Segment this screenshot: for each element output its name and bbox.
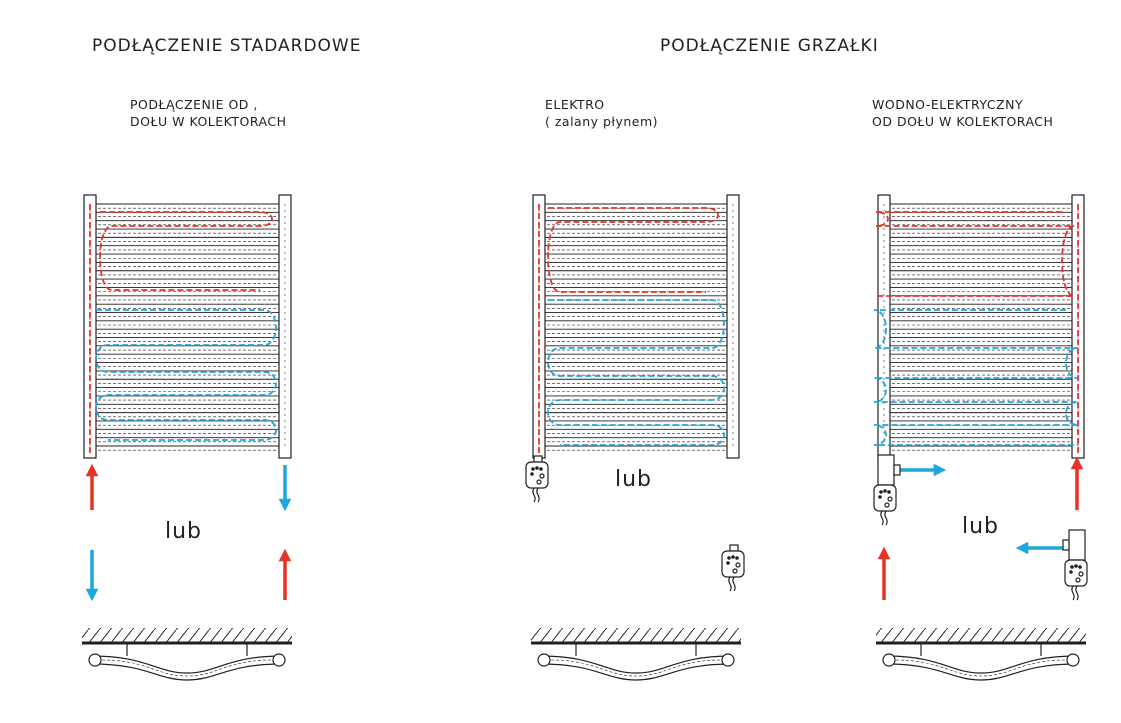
hot-flow-water-electric <box>875 211 1075 297</box>
radiator-bottom-profile <box>885 655 1077 681</box>
mount-circle <box>721 653 735 667</box>
electric-label-line1: ELEKTRO <box>545 97 605 112</box>
wall-mount-standard <box>82 628 292 681</box>
mount-circle <box>537 653 551 667</box>
radiator-electric <box>532 194 740 459</box>
profile-dash <box>895 659 1067 677</box>
cold-flow-water-electric <box>873 309 1079 446</box>
wall-hatch <box>876 628 1086 642</box>
or-label-right: lub <box>962 514 1000 539</box>
wall-hatch <box>82 628 292 642</box>
cold-flow-standard <box>95 309 277 441</box>
radiator-standard <box>83 194 292 459</box>
or-label-left: lub <box>165 519 203 544</box>
radiator-water-electric <box>877 194 1085 459</box>
wall-mount-water-electric <box>876 628 1086 681</box>
heater-connection-heading: PODŁĄCZENIE GRZAŁKI <box>660 36 879 56</box>
radiator-bottom-profile <box>91 655 283 681</box>
profile-dash <box>550 659 722 677</box>
wall-mount-electric <box>531 628 741 681</box>
heating-element-right-alt <box>1062 529 1088 601</box>
bottom-collectors-label-line2: DOŁU W KOLEKTORACH <box>130 114 287 129</box>
mount-circle <box>88 653 102 667</box>
electric-label-line2: ( zalany płynem) <box>545 114 659 129</box>
hot-flow-electric <box>547 207 719 293</box>
heating-element-middle <box>525 455 549 503</box>
right-collector <box>278 194 292 459</box>
water-electric-label-line2: OD DOŁU W KOLEKTORACH <box>872 114 1054 129</box>
profile-dash <box>101 659 273 677</box>
hot-flow-standard <box>99 211 273 291</box>
water-electric-label-line1: WODNO-ELEKTRYCZNY <box>872 97 1024 112</box>
or-label-middle: lub <box>615 467 653 492</box>
right-collector <box>726 194 740 459</box>
mount-circle <box>272 653 286 667</box>
heating-element-right <box>873 454 901 526</box>
wall-hatch <box>531 628 741 642</box>
radiator-bottom-profile <box>540 655 732 681</box>
flow-arrows <box>85 456 1084 602</box>
bottom-collectors-label-line1: PODŁĄCZENIE OD , <box>130 97 258 112</box>
heating-element-middle-alt <box>721 544 745 592</box>
mount-circle <box>1066 653 1080 667</box>
mount-circle <box>882 653 896 667</box>
cold-flow-electric <box>547 299 725 446</box>
standard-connection-heading: PODŁĄCZENIE STADARDOWE <box>92 36 362 56</box>
